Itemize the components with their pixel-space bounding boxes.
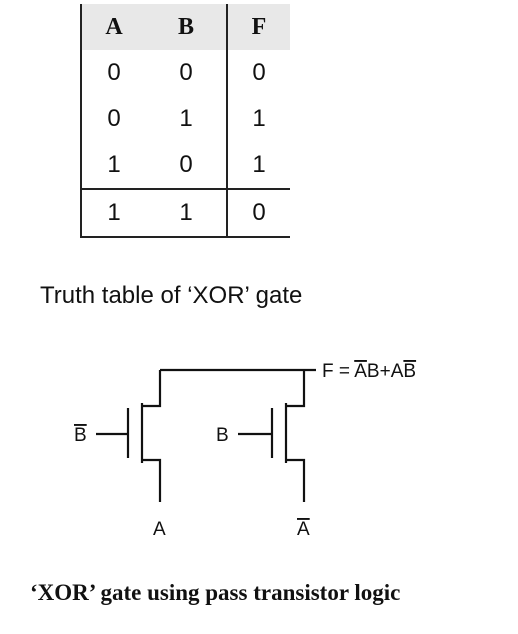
table-row: 0 1 1 (80, 96, 290, 142)
table-cell: 0 (80, 96, 146, 142)
table-row: 1 1 0 (80, 188, 290, 238)
left-source-label: A (153, 519, 166, 540)
right-transistor-drain-wire (286, 370, 306, 408)
header-a: A (80, 4, 146, 50)
table-cell: 0 (146, 50, 228, 96)
table-cell: 1 (146, 96, 228, 142)
table-cell: 1 (146, 188, 228, 238)
table-cell: 1 (252, 151, 266, 178)
output-term: B (367, 361, 380, 382)
output-term: A (354, 361, 367, 382)
header-f: F (227, 4, 290, 50)
left-transistor-drain-wire (142, 370, 162, 408)
table-cell: 1 (80, 142, 146, 189)
output-term: + (380, 361, 391, 382)
table-cell: 1 (252, 105, 266, 132)
table-cell: 0 (227, 188, 290, 238)
table-row: 1 0 1 (80, 142, 290, 189)
truth-table-caption: Truth table of ‘XOR’ gate (40, 282, 303, 309)
right-source-label: A (297, 519, 310, 540)
output-expression: F = AB+AB (322, 361, 416, 382)
right-gate-label: B (216, 425, 229, 446)
table-cell: 0 (146, 142, 228, 189)
header-b: B (146, 4, 228, 50)
pass-transistor-circuit: B B A A F = AB+AB (74, 361, 416, 540)
table-row: 0 0 0 (80, 50, 290, 96)
output-prefix: F = (322, 361, 354, 382)
right-transistor-source-wire (286, 458, 306, 502)
left-gate-label: B (74, 425, 87, 446)
table-cell: 0 (252, 59, 266, 86)
truth-table: A B F 0 0 0 0 1 1 1 0 1 1 1 0 (80, 4, 290, 238)
table-cell: 0 (80, 50, 146, 96)
table-cell: 1 (80, 188, 146, 238)
circuit-caption: ‘XOR’ gate using pass transistor logic (30, 580, 401, 605)
output-term: B (403, 361, 416, 382)
truth-table-header-row: A B F (80, 4, 290, 50)
output-term: A (391, 361, 404, 382)
left-transistor-source-wire (142, 458, 162, 502)
